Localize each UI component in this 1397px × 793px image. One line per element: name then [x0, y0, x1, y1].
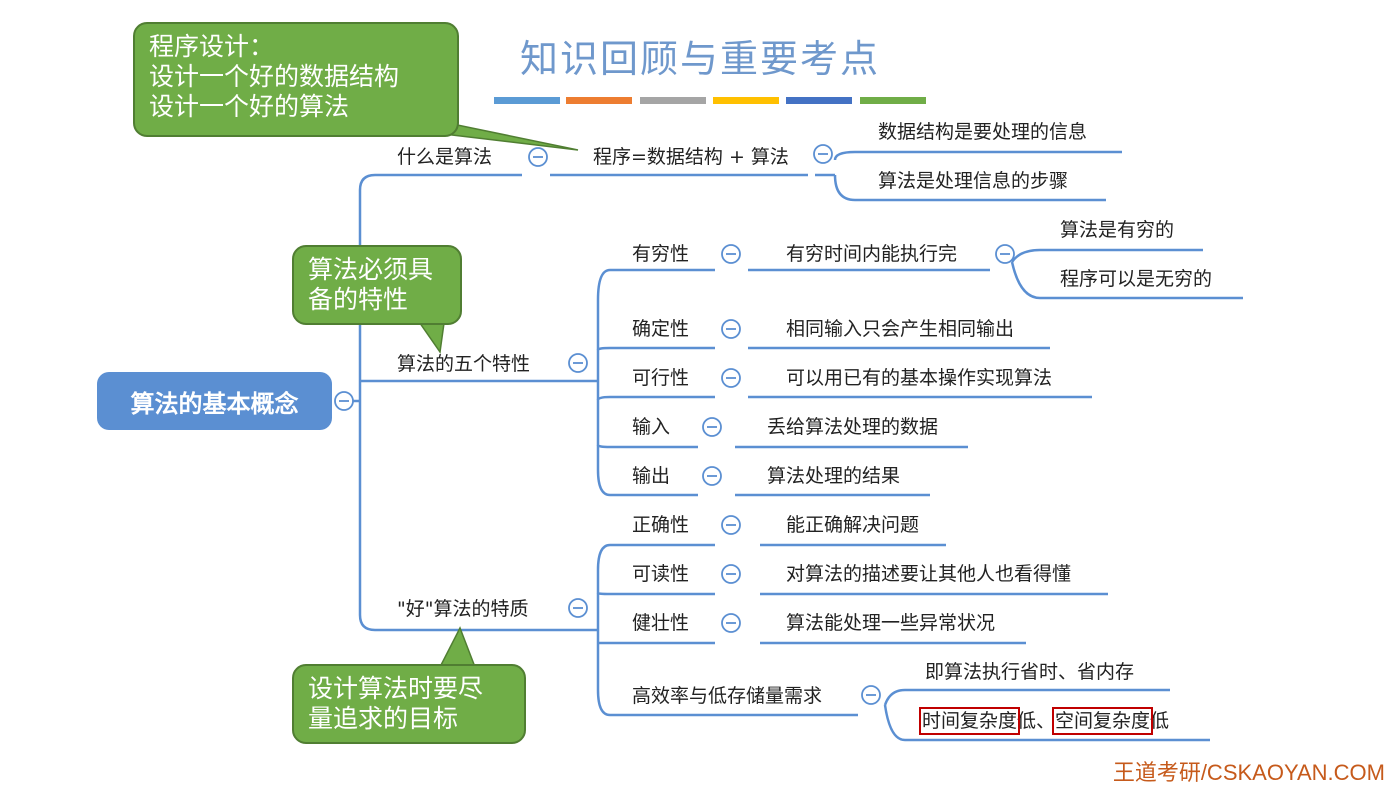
- leaf-data-structure[interactable]: 数据结构是要处理的信息: [878, 121, 1088, 143]
- footer-brand: 王道考研/CSKAOYAN.COM: [1112, 760, 1385, 785]
- program-equation[interactable]: 程序=数据结构 + 算法: [593, 146, 789, 168]
- leaf-complexity-low[interactable]: 时间复杂度低、空间复杂度低: [918, 707, 1170, 735]
- good-robustness-desc[interactable]: 算法能处理一些异常状况: [786, 612, 996, 634]
- leaf-algorithm-steps[interactable]: 算法是处理信息的步骤: [878, 170, 1069, 192]
- good-readability[interactable]: 可读性: [632, 563, 690, 585]
- callout-must-have-traits: 算法必须具 备的特性: [292, 245, 462, 325]
- branch-good-traits[interactable]: "好"算法的特质: [397, 598, 529, 620]
- leaf-program-infinite[interactable]: 程序可以是无穷的: [1060, 268, 1213, 290]
- trait-output-desc[interactable]: 算法处理的结果: [767, 465, 901, 487]
- page-title: 知识回顾与重要考点: [520, 37, 881, 81]
- complexity-sep-1: 低、: [1017, 710, 1056, 732]
- good-robustness[interactable]: 健壮性: [632, 612, 690, 634]
- good-readability-desc[interactable]: 对算法的描述要让其他人也看得懂: [786, 563, 1072, 585]
- good-correctness[interactable]: 正确性: [632, 514, 690, 536]
- trait-output[interactable]: 输出: [632, 465, 671, 487]
- title-bar-2: [566, 97, 632, 104]
- callout-program-design: 程序设计： 设计一个好的数据结构 设计一个好的算法: [133, 22, 459, 137]
- title-bar-5: [786, 97, 852, 104]
- trait-input-desc[interactable]: 丢给算法处理的数据: [767, 416, 939, 438]
- branch-what-is[interactable]: 什么是算法: [397, 146, 493, 168]
- good-correctness-desc[interactable]: 能正确解决问题: [786, 514, 920, 536]
- root-node[interactable]: 算法的基本概念: [97, 372, 332, 430]
- trait-definiteness[interactable]: 确定性: [632, 318, 690, 340]
- complexity-sep-2: 低: [1150, 710, 1170, 732]
- leaf-save-time-memory[interactable]: 即算法执行省时、省内存: [925, 661, 1135, 683]
- title-bar-4: [713, 97, 779, 104]
- trait-input[interactable]: 输入: [632, 416, 671, 438]
- title-bar-6: [860, 97, 926, 104]
- title-bar-1: [494, 97, 560, 104]
- title-bar-3: [640, 97, 706, 104]
- trait-feasibility[interactable]: 可行性: [632, 367, 690, 389]
- trait-finiteness-desc[interactable]: 有穷时间内能执行完: [786, 243, 958, 265]
- leaf-algorithm-finite[interactable]: 算法是有穷的: [1060, 219, 1175, 241]
- highlight-space-complexity: 空间复杂度: [1052, 707, 1154, 735]
- trait-definiteness-desc[interactable]: 相同输入只会产生相同输出: [786, 318, 1015, 340]
- good-efficiency[interactable]: 高效率与低存储量需求: [632, 685, 823, 707]
- highlight-time-complexity: 时间复杂度: [918, 707, 1021, 735]
- trait-finiteness[interactable]: 有穷性: [632, 243, 690, 265]
- trait-feasibility-desc[interactable]: 可以用已有的基本操作实现算法: [786, 367, 1053, 389]
- branch-five-traits[interactable]: 算法的五个特性: [397, 353, 531, 375]
- callout-tail-bottom: [438, 626, 477, 668]
- callout-design-goal: 设计算法时要尽 量追求的目标: [292, 664, 526, 744]
